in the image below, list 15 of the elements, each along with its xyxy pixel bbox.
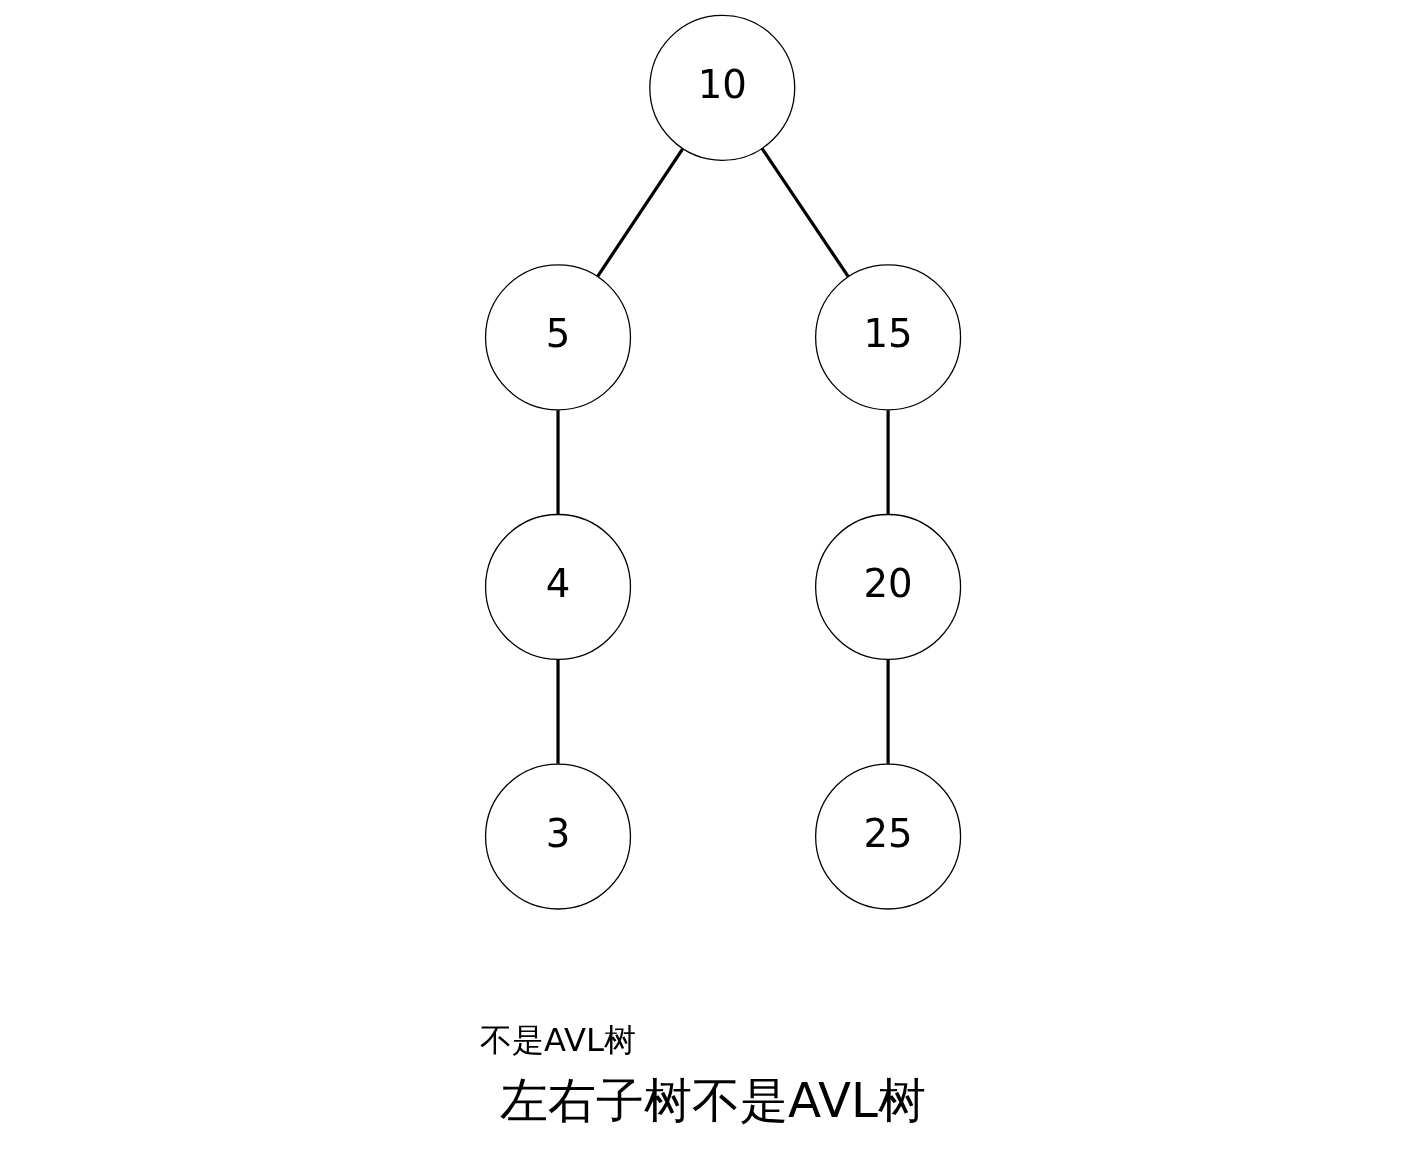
connector bbox=[760, 147, 850, 278]
connector bbox=[556, 659, 560, 764]
connector bbox=[596, 148, 684, 278]
node-circle: 3 bbox=[484, 763, 632, 910]
node-circle: 5 bbox=[484, 264, 632, 411]
connector bbox=[886, 659, 890, 764]
caption: 左右子树不是AVL树 bbox=[500, 1071, 926, 1128]
label: 不是AVL树 bbox=[480, 1020, 636, 1059]
node-circle: 15 bbox=[815, 264, 962, 411]
connector bbox=[556, 410, 560, 515]
node-circle: 20 bbox=[815, 513, 962, 661]
connector bbox=[886, 410, 890, 515]
node-circle: 25 bbox=[815, 763, 962, 910]
node-circle: 10 bbox=[649, 14, 796, 161]
node-circle: 4 bbox=[484, 513, 632, 661]
